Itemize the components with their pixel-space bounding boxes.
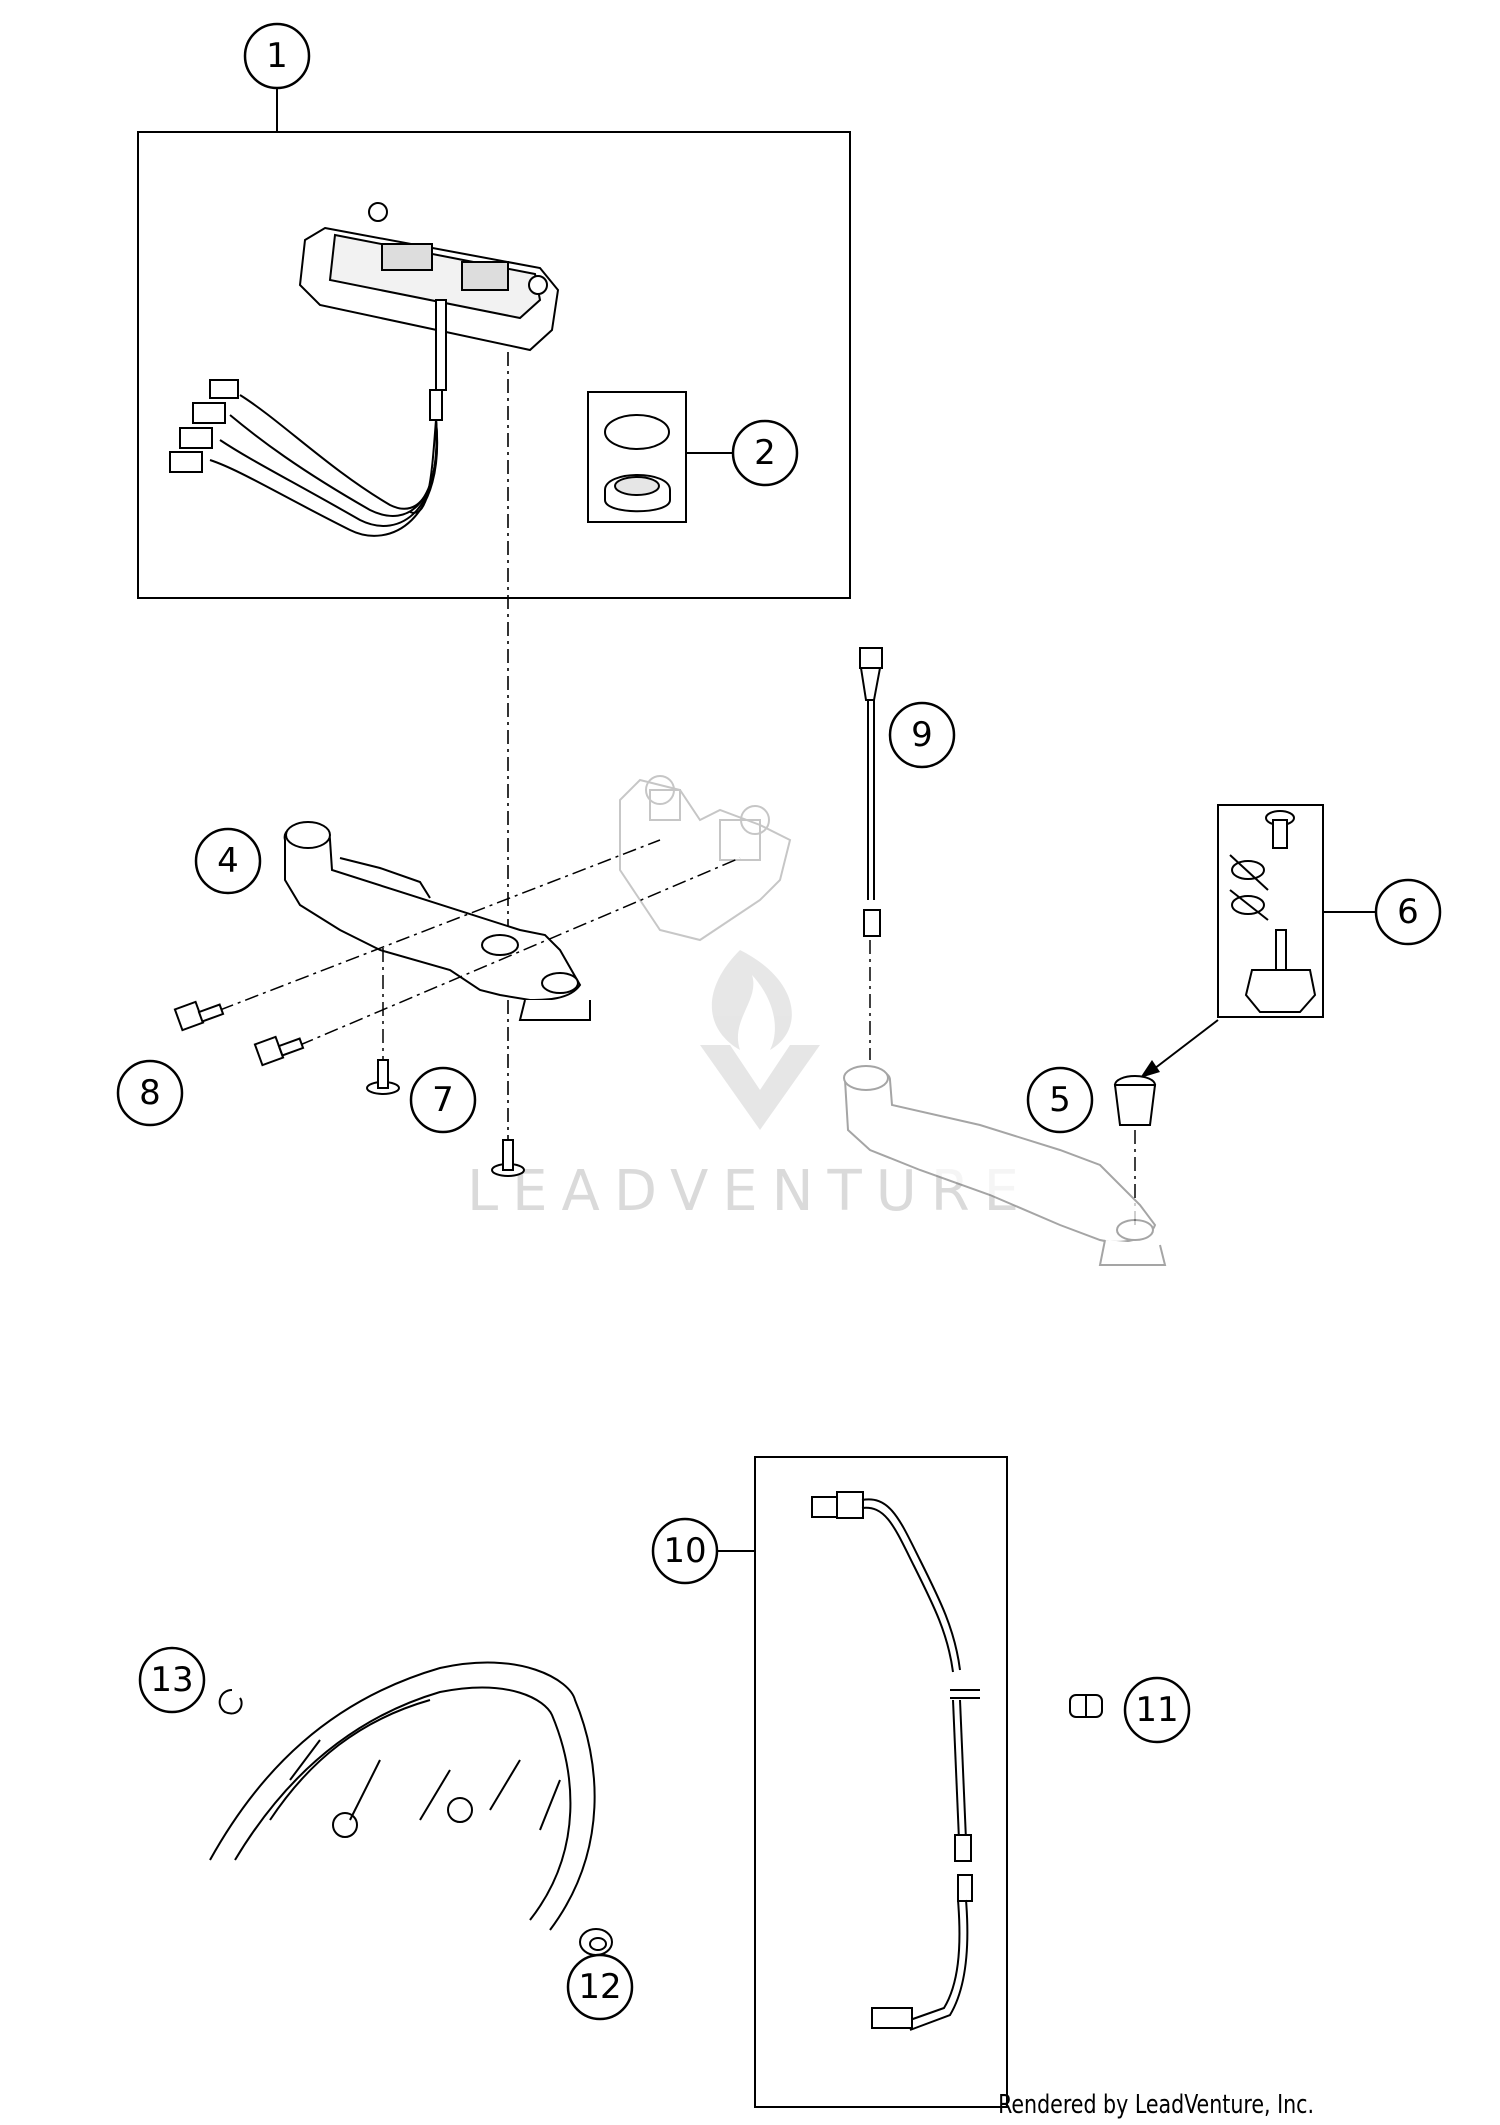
connectors bbox=[169, 379, 239, 473]
callout-5: 5 bbox=[1026, 1066, 1094, 1134]
callout-8: 8 bbox=[116, 1059, 184, 1127]
callout-label-12: 12 bbox=[578, 1967, 621, 2007]
callout-label-10: 10 bbox=[663, 1531, 706, 1571]
callout-6: 6 bbox=[1374, 878, 1442, 946]
callout-7: 7 bbox=[409, 1066, 477, 1134]
speed-sensor bbox=[811, 1491, 980, 2031]
callout-label-11: 11 bbox=[1135, 1690, 1178, 1730]
render-credit: Rendered by LeadVenture, Inc. bbox=[998, 2090, 1314, 2120]
callout-9: 9 bbox=[888, 701, 956, 769]
arrow-head bbox=[1140, 1060, 1160, 1078]
bracket-shadow bbox=[619, 775, 792, 942]
callout-label-13: 13 bbox=[150, 1660, 193, 1700]
callout-label-6: 6 bbox=[1397, 892, 1419, 932]
callout-label-8: 8 bbox=[139, 1073, 161, 1113]
pin-parts bbox=[1229, 810, 1317, 1013]
callout-4: 4 bbox=[194, 827, 262, 895]
dashboard-display bbox=[298, 202, 560, 514]
callout-label-1: 1 bbox=[266, 36, 288, 76]
callout-1: 1 bbox=[243, 22, 311, 90]
dashboard-wiring bbox=[209, 394, 439, 537]
callout-label-7: 7 bbox=[432, 1080, 454, 1120]
brake-disc bbox=[209, 1661, 596, 1931]
leader-6-arrow bbox=[1149, 1019, 1219, 1073]
screw-8 bbox=[173, 1000, 305, 1067]
callout-12: 12 bbox=[566, 1953, 634, 2021]
callout-11: 11 bbox=[1123, 1676, 1191, 1744]
group-box-10 bbox=[754, 1456, 1008, 2108]
callout-label-5: 5 bbox=[1049, 1080, 1071, 1120]
washer-12 bbox=[579, 1928, 613, 1956]
clip-11 bbox=[1069, 1694, 1103, 1718]
group-box-1 bbox=[137, 131, 851, 599]
o-ring-grommet bbox=[604, 414, 671, 513]
callout-13: 13 bbox=[138, 1646, 206, 1714]
callout-2: 2 bbox=[731, 419, 799, 487]
bracket-faded bbox=[843, 1065, 1167, 1266]
callout-label-9: 9 bbox=[911, 715, 933, 755]
cable-9 bbox=[859, 647, 883, 937]
callout-label-4: 4 bbox=[217, 841, 239, 881]
guide-dash-2 bbox=[219, 839, 661, 1011]
callout-label-2: 2 bbox=[754, 433, 776, 473]
ring-13 bbox=[218, 1689, 243, 1715]
grommet-5 bbox=[1113, 1075, 1157, 1126]
callout-10: 10 bbox=[651, 1517, 719, 1585]
bracket-holder bbox=[283, 821, 591, 1021]
group-box-2 bbox=[587, 391, 687, 523]
guide-dash-3 bbox=[299, 857, 741, 1046]
screw-7 bbox=[366, 1059, 525, 1177]
